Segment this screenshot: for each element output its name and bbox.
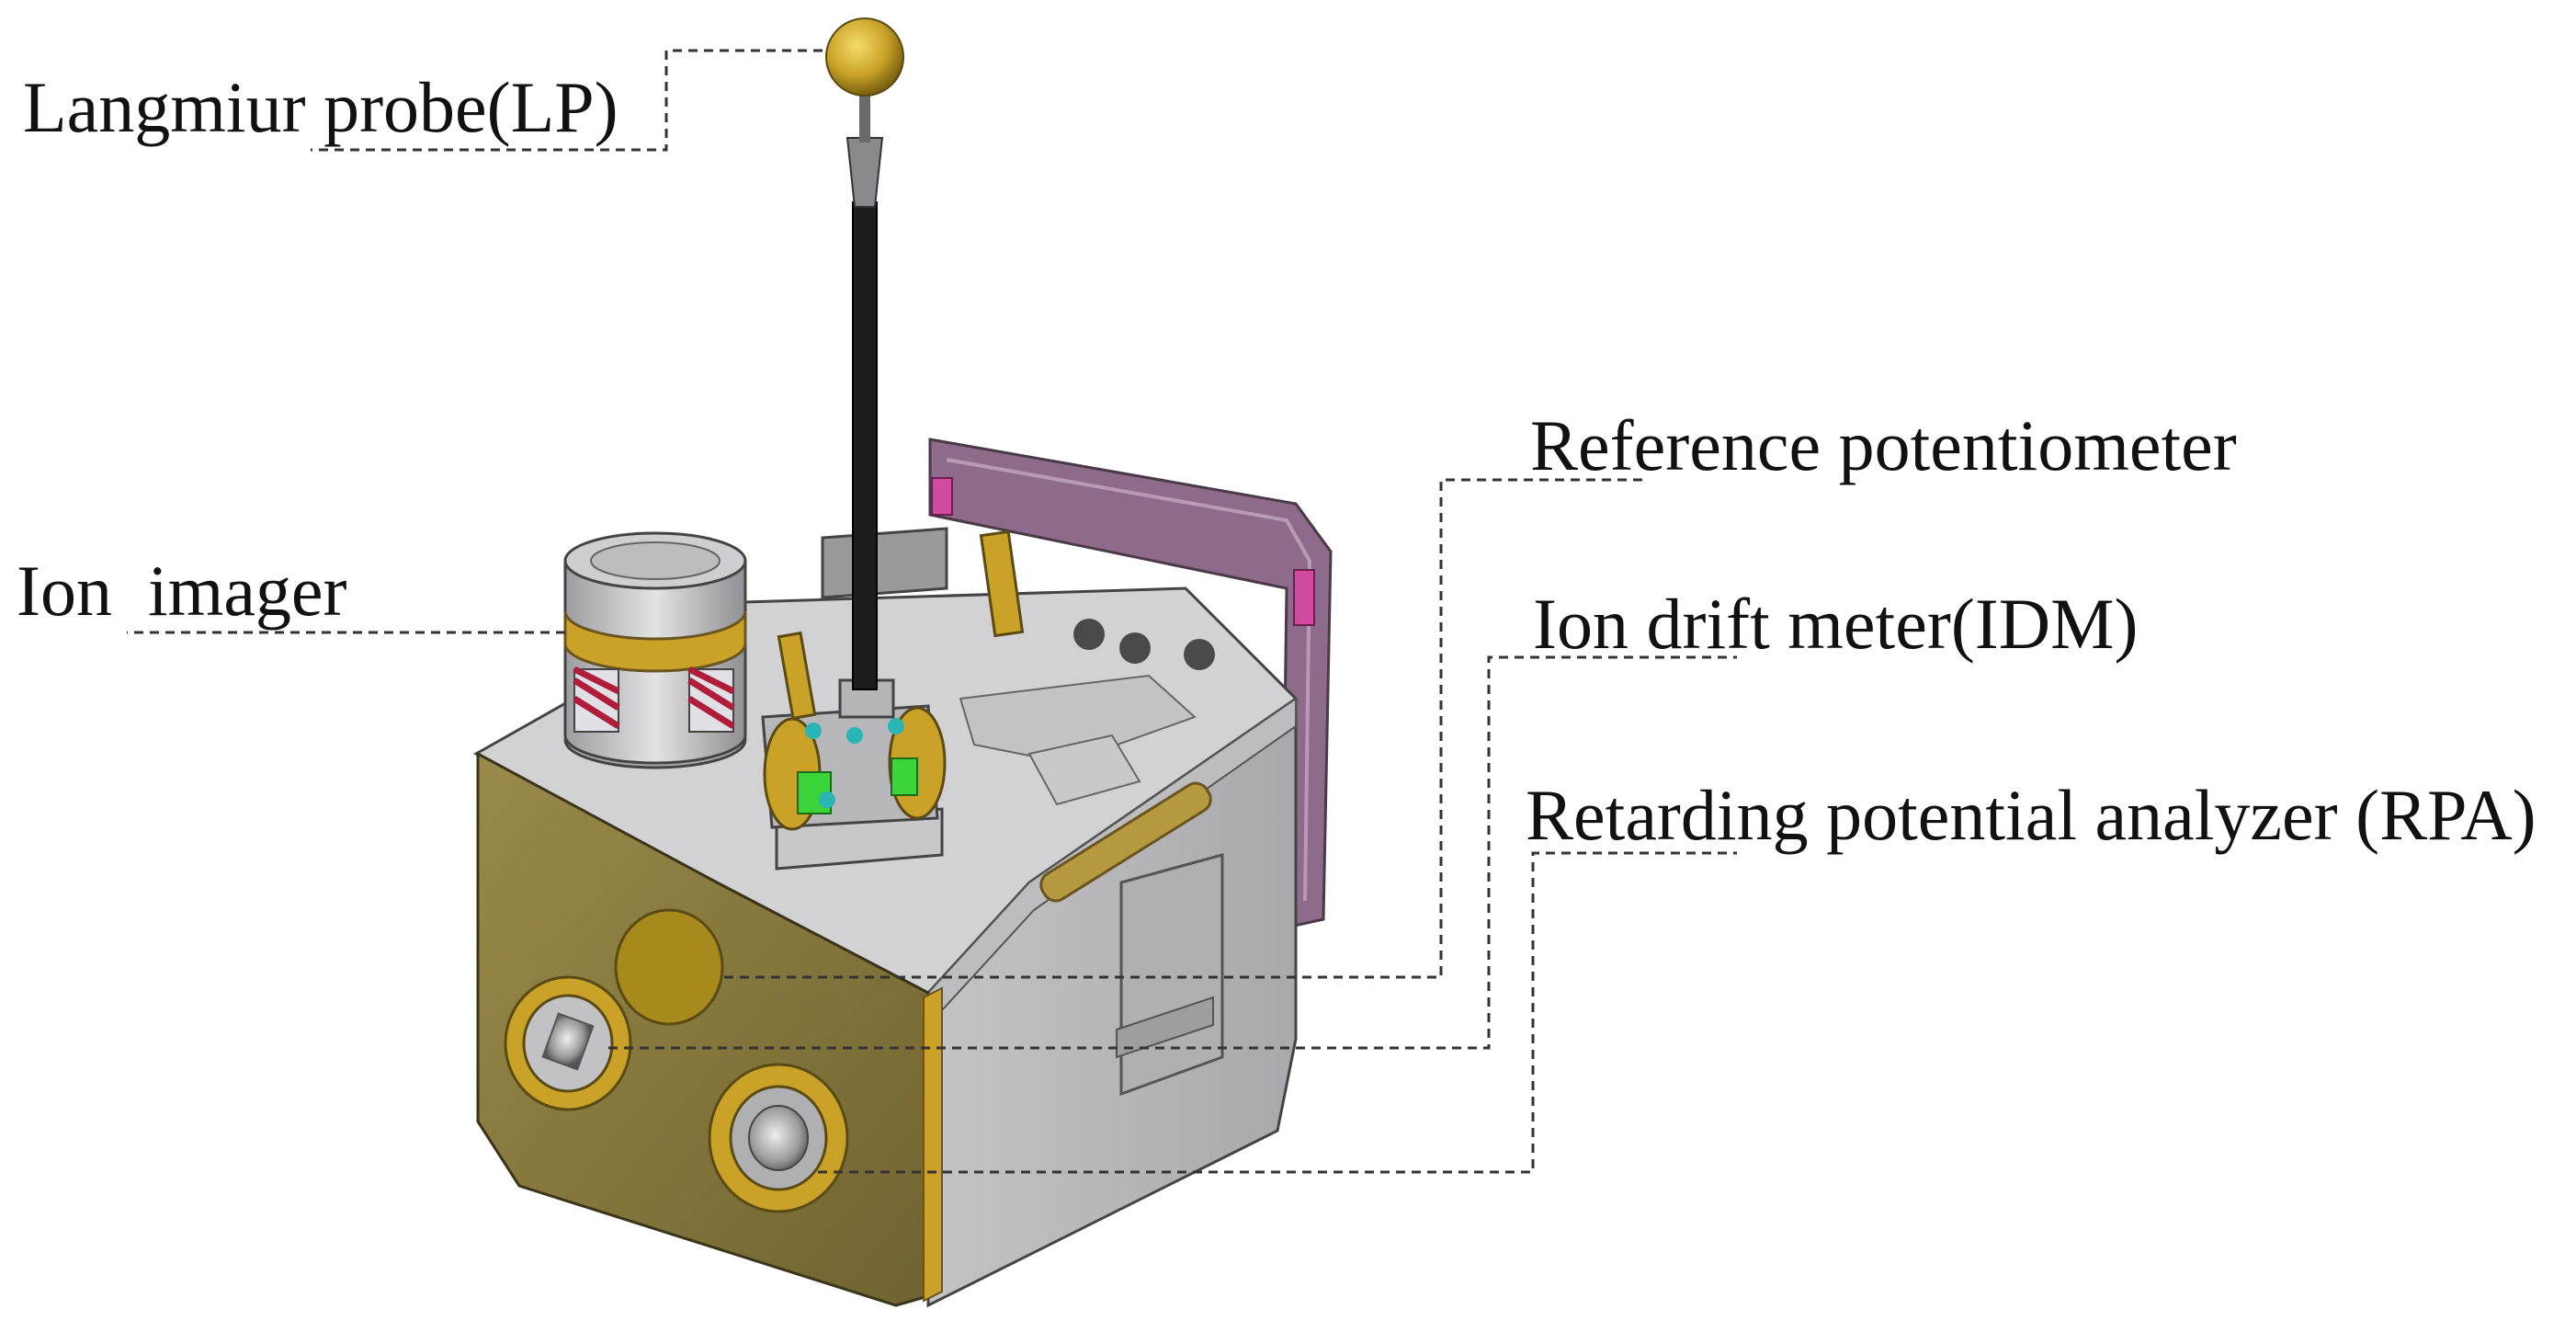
front-panel: [476, 751, 943, 1307]
label-ion-drift-meter: Ion drift meter(IDM): [1533, 584, 2139, 664]
leader-lines: [127, 49, 1737, 1174]
langmuir-probe: [825, 17, 904, 719]
label-ion-imager: Ion imager: [17, 551, 347, 631]
ion-imager-cylinder: [563, 531, 747, 769]
label-reference-potentiometer: Reference potentiometer: [1530, 405, 2237, 485]
label-retarding-potential-analyzer: Retarding potential analyzer (RPA): [1526, 775, 2536, 855]
leader-line-idm: [608, 655, 1737, 1050]
leader-line-reference-potentiometer: [724, 478, 1645, 979]
label-langmuir-probe: Langmiur probe(LP): [23, 67, 618, 147]
rear-panel: [928, 438, 1333, 930]
leader-line-lp: [311, 49, 823, 152]
